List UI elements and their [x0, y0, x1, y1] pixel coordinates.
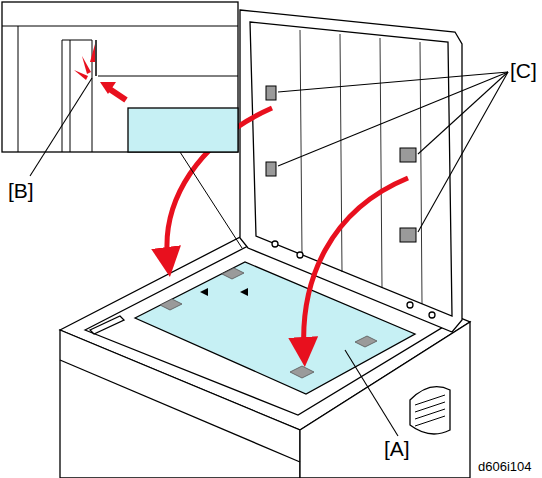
vent-grille	[415, 395, 445, 426]
inset-pointer	[180, 152, 242, 248]
callout-label: [C]	[510, 60, 537, 81]
callout-label: [B]	[8, 180, 34, 201]
detail-inset	[2, 2, 238, 152]
lid-pads	[266, 86, 416, 242]
leader-lines	[30, 72, 508, 436]
orientation-marks	[200, 288, 248, 296]
sheet-pads	[160, 268, 377, 378]
callout-label: [A]	[384, 438, 410, 459]
figure-code: d606i104	[478, 460, 532, 473]
glass-sheet	[135, 262, 415, 394]
